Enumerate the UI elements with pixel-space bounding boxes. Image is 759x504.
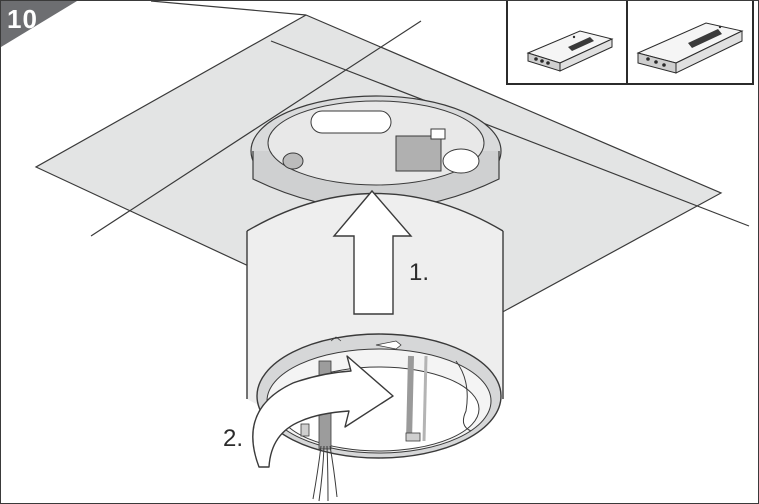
step-badge: 10 [1, 1, 77, 47]
rotate-arrow-icon [252, 355, 394, 468]
step-label-2: 2. [223, 425, 244, 452]
tile-seam [90, 20, 422, 237]
tile-seam [270, 40, 750, 227]
driver-device-large-icon [636, 22, 744, 74]
mounting-plate [250, 95, 502, 210]
step-badge-shape [1, 1, 77, 47]
driver-inset [506, 1, 754, 85]
step-number: 10 [7, 4, 38, 34]
arrow-up-icon [332, 189, 413, 315]
step-label-1: 1. [409, 259, 430, 286]
inset-divider [626, 1, 628, 83]
driver-device-icon [526, 30, 614, 72]
